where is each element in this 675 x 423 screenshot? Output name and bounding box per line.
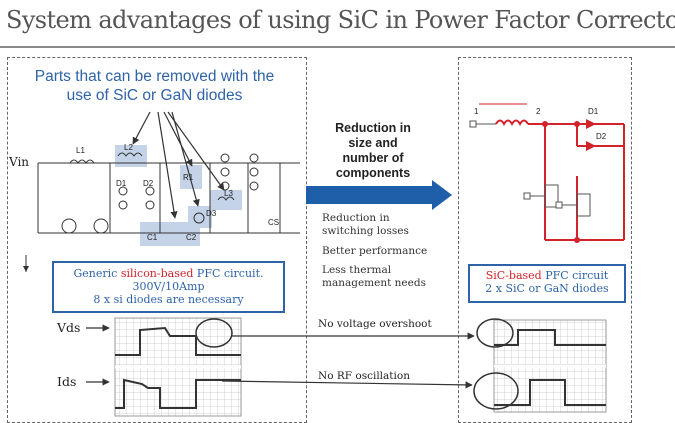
removable-highlight-l2 (115, 145, 147, 167)
label-r1: R1 (183, 173, 194, 182)
si-waveforms (115, 326, 241, 409)
no-voltage-overshoot-note: No voltage overshoot (318, 318, 432, 330)
label-l3: L3 (224, 189, 233, 198)
sic-switches (530, 184, 591, 217)
benefit-performance: Better performance (322, 245, 427, 258)
vds-label: Vds (57, 320, 81, 335)
waveform-highlight-circles (195, 318, 519, 410)
label-d2: D2 (143, 179, 154, 188)
sic-waveforms (494, 329, 606, 406)
junction-dot-1 (542, 121, 548, 127)
caption-prefix: Generic (73, 267, 121, 280)
label-c1: C1 (147, 233, 158, 242)
removable-parts-heading-line-2: use of SiC or GaN diodes (66, 87, 243, 104)
caption-sic-highlight: SiC-based (485, 269, 542, 282)
removable-arrows (132, 111, 225, 219)
comparison-arrows (86, 324, 475, 389)
reduction-heading-line-4: components (335, 166, 411, 180)
sic-caption-suffix: PFC circuit (541, 269, 609, 282)
sic-caption-diode-count: 2 x SiC or GaN diodes (485, 282, 609, 295)
label-l1: L1 (76, 146, 85, 155)
title-divider (0, 46, 675, 48)
reduction-heading: Reduction in size and number of componen… (318, 121, 428, 181)
caption-suffix: PFC circuit. (193, 267, 264, 280)
caption-rating: 300V/10Amp (132, 280, 205, 293)
vin-label: Vin (8, 155, 29, 169)
node-2-label: 2 (536, 107, 541, 116)
benefit-thermal-line-1: Less thermal (322, 264, 392, 276)
junction-dot-3 (574, 237, 580, 243)
sic-d1-label: D1 (588, 107, 599, 116)
input-terminal (469, 120, 477, 128)
reduction-heading-line-2: size and (348, 136, 398, 150)
node-1-label: 1 (474, 107, 479, 116)
benefit-thermal: Less thermal management needs (322, 264, 426, 290)
gate-terminal-2 (555, 201, 563, 209)
benefit-thermal-line-2: management needs (322, 277, 426, 289)
removable-parts-heading-line-1: Parts that can be removed with the (34, 68, 275, 85)
sic-pfc-schematic (475, 119, 625, 241)
gate-terminal-1 (523, 192, 531, 200)
removable-highlight-caps (140, 222, 200, 246)
label-cs: CS (268, 218, 279, 227)
benefit-switching-losses: Reduction in switching losses (322, 212, 409, 238)
silicon-pfc-schematic (25, 152, 300, 272)
no-rf-oscillation-note: No RF oscillation (318, 370, 410, 382)
silicon-circuit-caption: Generic silicon-based PFC circuit. 300V/… (52, 261, 285, 313)
reduction-arrow (306, 180, 452, 210)
caption-diode-count: 8 x si diodes are necessary (93, 293, 244, 306)
label-d1: D1 (116, 179, 127, 188)
benefit-switching-losses-line-2: switching losses (322, 225, 409, 237)
caption-silicon-highlight: silicon-based (120, 267, 194, 280)
benefit-switching-losses-line-1: Reduction in (322, 212, 390, 224)
reduction-heading-line-3: number of (342, 151, 404, 165)
label-d3: D3 (206, 209, 217, 218)
sic-d2-label: D2 (596, 132, 607, 141)
removable-parts-heading: Parts that can be removed with the use o… (12, 67, 297, 105)
label-c2: C2 (186, 233, 197, 242)
sic-circuit-caption: SiC-based PFC circuit 2 x SiC or GaN dio… (468, 264, 626, 303)
junction-dot-2 (574, 121, 580, 127)
removable-highlight-r1 (180, 165, 202, 189)
page-title: System advantages of using SiC in Power … (6, 6, 675, 34)
label-l2: L2 (124, 143, 133, 152)
reduction-heading-line-1: Reduction in (335, 121, 411, 135)
sic-diodes (586, 119, 596, 151)
benefit-performance-line-1: Better performance (322, 245, 428, 257)
ids-label: Ids (57, 374, 77, 389)
